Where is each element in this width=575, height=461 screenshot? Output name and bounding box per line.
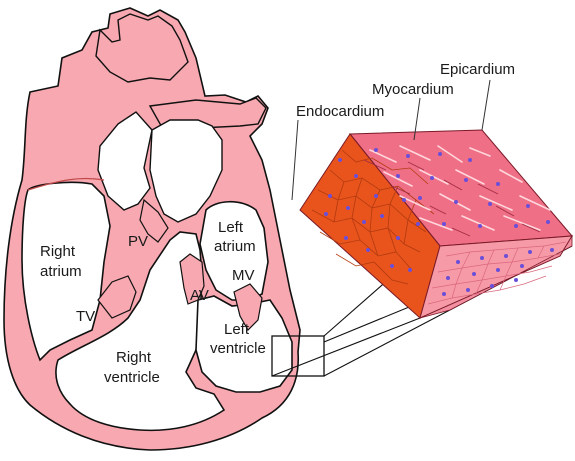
label-right-atrium-2: atrium bbox=[40, 263, 82, 280]
label-endocardium: Endocardium bbox=[296, 103, 384, 120]
label-pv: PV bbox=[128, 233, 148, 250]
tissue-block bbox=[300, 130, 572, 318]
label-left-ventricle-1: Left bbox=[224, 321, 250, 338]
label-myocardium: Myocardium bbox=[372, 81, 454, 98]
label-av: AV bbox=[190, 287, 209, 304]
label-epicardium: Epicardium bbox=[440, 61, 515, 78]
label-left-atrium-1: Left bbox=[218, 219, 244, 236]
label-right-atrium-1: Right bbox=[40, 243, 76, 260]
label-tv: TV bbox=[76, 308, 95, 325]
label-mv: MV bbox=[232, 267, 255, 284]
label-left-atrium-2: atrium bbox=[214, 238, 256, 255]
label-right-ventricle-1: Right bbox=[116, 349, 152, 366]
epicardium-leader bbox=[482, 80, 490, 130]
label-left-ventricle-2: ventricle bbox=[210, 340, 266, 357]
label-right-ventricle-2: ventricle bbox=[104, 369, 160, 386]
epicardium-face bbox=[420, 236, 572, 318]
endocardium-leader bbox=[292, 120, 298, 200]
